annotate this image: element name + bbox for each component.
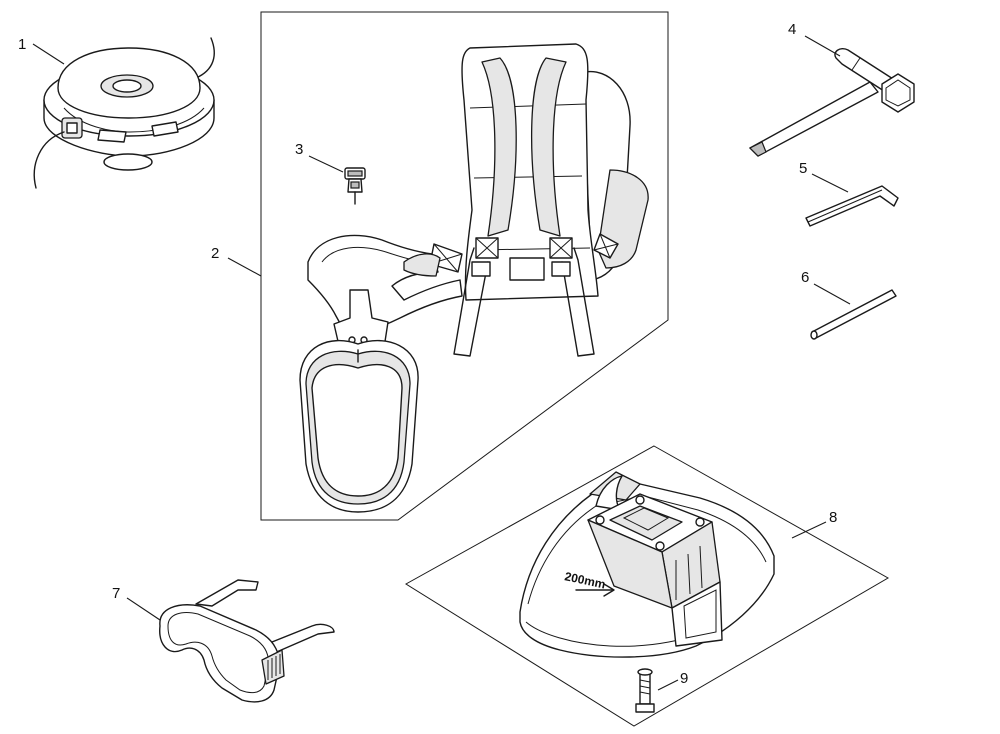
callout-2: 2 [211,245,219,262]
callout-6: 6 [801,269,809,286]
callout-1: 1 [18,36,26,53]
trimmer-head [33,37,215,189]
harness-panel [260,11,669,521]
buckle-clip [344,167,366,205]
guard-bolt [635,668,655,713]
leader-line-5 [811,173,849,193]
hex-key [805,185,899,227]
guard-panel [405,445,890,727]
pin [810,289,897,340]
leader-line-9 [657,679,679,691]
leader-line-2 [227,257,262,277]
hip-pad [299,289,419,513]
leader-line-6 [813,283,851,305]
callout-7: 7 [112,585,120,602]
harness-backpad [307,43,649,357]
leader-line-4 [804,35,841,57]
plug-wrench [748,48,915,157]
callout-5: 5 [799,160,807,177]
leader-line-8 [791,521,827,539]
callout-8: 8 [829,509,837,526]
callout-9: 9 [680,670,688,687]
leader-line-7 [126,597,161,621]
leader-line-1 [32,43,65,65]
callout-4: 4 [788,21,796,38]
cutting-guard [519,471,775,658]
callout-3: 3 [295,141,303,158]
safety-goggles [159,579,335,703]
leader-line-3 [308,155,344,173]
